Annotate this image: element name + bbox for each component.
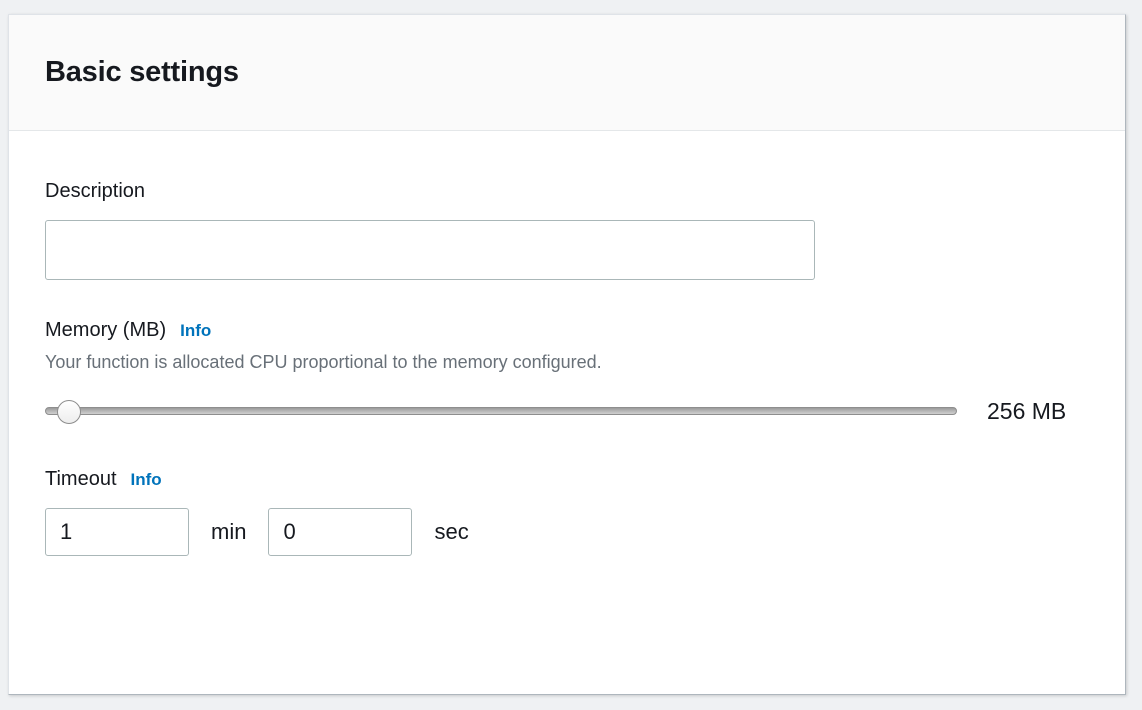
timeout-minutes-unit: min (211, 518, 247, 544)
description-input[interactable] (45, 220, 815, 280)
timeout-info-link[interactable]: Info (130, 469, 162, 489)
memory-help-text: Your function is allocated CPU proportio… (45, 352, 602, 372)
card-header: Basic settings (9, 15, 1125, 131)
memory-slider-row: 256 MB (45, 398, 1089, 425)
timeout-label: Timeout Info (45, 467, 1089, 491)
page-title: Basic settings (45, 56, 239, 88)
description-field-group: Description (45, 179, 1089, 280)
memory-value-label: 256 MB (987, 397, 1067, 424)
timeout-minutes-input[interactable] (45, 507, 189, 556)
timeout-inputs-row: min sec (45, 507, 1089, 556)
memory-info-link[interactable]: Info (180, 321, 212, 340)
card-body: Description Memory (MB) Info Your functi… (9, 131, 1125, 556)
memory-label-text: Memory (MB) (45, 319, 167, 341)
memory-slider[interactable] (45, 400, 957, 422)
timeout-label-text: Timeout (45, 467, 117, 490)
timeout-seconds-unit: sec (434, 518, 469, 544)
memory-field-group: Memory (MB) Info Your function is alloca… (45, 318, 1089, 425)
description-label: Description (45, 180, 146, 202)
timeout-field-group: Timeout Info min sec (45, 467, 1089, 556)
basic-settings-card: Basic settings Description Memory (MB) I… (8, 14, 1126, 695)
timeout-seconds-input[interactable] (268, 507, 413, 556)
memory-label: Memory (MB) Info (45, 318, 1089, 342)
